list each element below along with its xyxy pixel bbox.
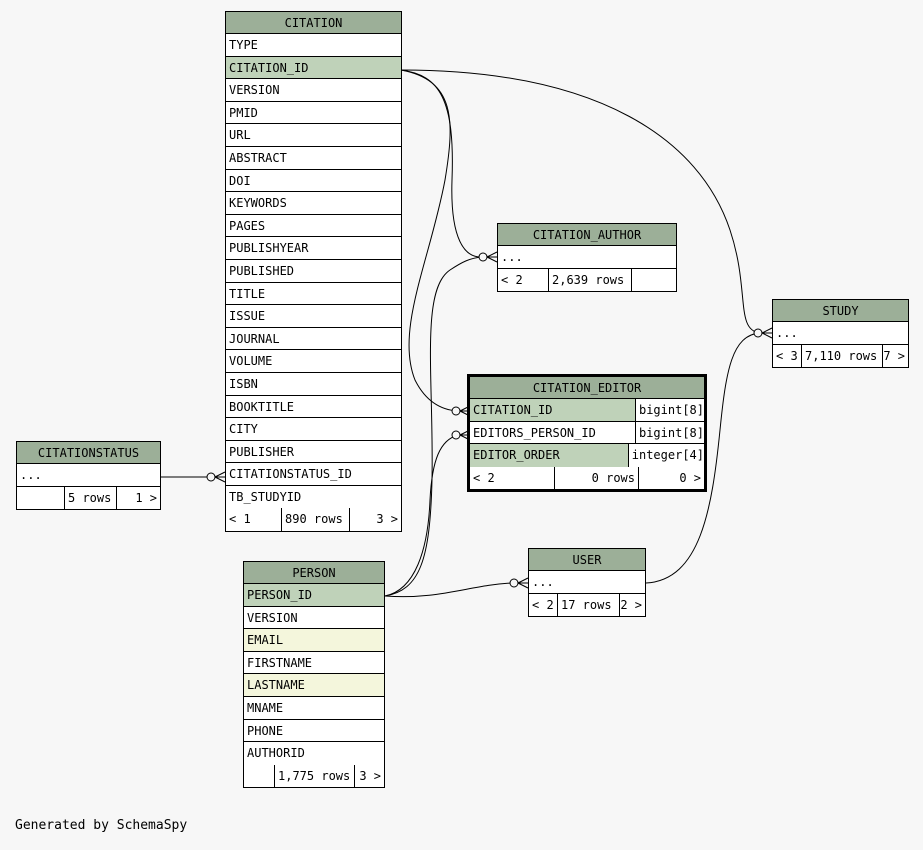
table-stats-row: < 2 0 rows 0 > (470, 466, 704, 490)
parent-count[interactable]: < 3 (776, 348, 798, 363)
parent-count[interactable]: < 2 (532, 597, 554, 612)
column-name: CITATION_ID (473, 403, 553, 417)
table-header[interactable]: CITATIONSTATUS (17, 442, 160, 464)
row-count: 890 rows (281, 508, 349, 532)
child-count[interactable]: 3 > (354, 764, 384, 788)
row-count: 0 rows (554, 466, 638, 490)
column-row[interactable]: PUBLISHYEAR (226, 237, 401, 260)
column-row[interactable]: CITATIONSTATUS_ID (226, 463, 401, 486)
fk-marker-citation-author (478, 251, 498, 263)
column-row[interactable]: EDITOR_ORDER integer[4] (470, 444, 704, 467)
table-stats-row: < 3 7,110 rows 7 > (773, 344, 908, 368)
edge-person-to-user (384, 582, 513, 598)
edge-citation-to-study (400, 69, 761, 334)
table-stats-row: 5 rows 1 > (17, 486, 160, 510)
table-stats-row: < 2 2,639 rows (498, 268, 676, 292)
collapsed-columns: ... (773, 322, 908, 345)
fk-marker-user (509, 577, 529, 589)
generated-by-footer: Generated by SchemaSpy (15, 818, 188, 833)
parent-count[interactable] (244, 765, 274, 788)
column-row[interactable]: EMAIL (244, 629, 384, 652)
column-row[interactable]: TB_STUDYID (229, 489, 302, 504)
column-row[interactable]: KEYWORDS (226, 192, 401, 215)
column-row[interactable]: CITY (226, 418, 401, 441)
child-count[interactable]: 3 > (349, 508, 401, 532)
column-row[interactable]: LASTNAME (244, 674, 384, 697)
collapsed-columns: ... (498, 246, 676, 269)
column-row[interactable]: CITATION_ID bigint[8] (470, 399, 704, 422)
table-header[interactable]: CITATION_EDITOR (470, 377, 704, 399)
parent-count[interactable]: < 2 (473, 470, 495, 485)
column-row[interactable]: PAGES (226, 215, 401, 238)
collapsed-columns: ... (529, 571, 645, 594)
table-header[interactable]: USER (529, 549, 645, 571)
column-row[interactable]: ABSTRACT (226, 147, 401, 170)
table-stats-row: < 1 890 rows 3 > (226, 508, 401, 532)
column-row[interactable]: URL (226, 124, 401, 147)
parent-count[interactable] (17, 487, 64, 510)
column-row[interactable]: ISSUE (226, 305, 401, 328)
table-study[interactable]: STUDY ... < 3 7,110 rows 7 > (772, 299, 909, 369)
column-name: EDITORS_PERSON_ID (473, 425, 596, 440)
row-count: 7,110 rows (801, 344, 882, 368)
edge-citation-to-citation-author (400, 69, 483, 258)
table-citation-author[interactable]: CITATION_AUTHOR ... < 2 2,639 rows (497, 223, 677, 293)
column-type: bigint[8] (634, 399, 704, 421)
column-row[interactable]: AUTHORID (247, 746, 305, 761)
table-citationstatus[interactable]: CITATIONSTATUS ... 5 rows 1 > (16, 441, 161, 511)
row-count: 17 rows (557, 593, 619, 617)
table-stats-row: < 2 17 rows 2 > (529, 593, 645, 617)
table-user[interactable]: USER ... < 2 17 rows 2 > (528, 548, 646, 618)
row-count: 1,775 rows (274, 764, 354, 788)
column-row[interactable]: PUBLISHER (226, 441, 401, 464)
column-row[interactable]: MNAME (244, 697, 384, 720)
column-row[interactable]: PMID (226, 102, 401, 125)
child-count[interactable]: 2 > (619, 593, 645, 617)
column-row[interactable]: VERSION (244, 607, 384, 630)
fk-marker-study (753, 327, 773, 339)
row-count: 5 rows (64, 486, 116, 510)
column-name: EDITOR_ORDER (473, 448, 560, 463)
column-row[interactable]: DOI (226, 170, 401, 193)
table-header[interactable]: CITATION_AUTHOR (498, 224, 676, 246)
child-count[interactable]: 7 > (882, 344, 908, 368)
column-row[interactable]: PERSON_ID (244, 584, 384, 607)
child-count[interactable] (631, 268, 676, 292)
collapsed-columns: ... (17, 464, 160, 487)
column-row[interactable]: JOURNAL (226, 328, 401, 351)
column-row[interactable]: BOOKTITLE (226, 396, 401, 419)
column-row[interactable]: VOLUME (226, 350, 401, 373)
column-type: bigint[8] (634, 421, 704, 444)
table-header[interactable]: PERSON (244, 562, 384, 584)
column-row[interactable]: EDITORS_PERSON_ID bigint[8] (470, 421, 704, 445)
edge-citation-to-citation-editor (400, 69, 459, 412)
table-header[interactable]: CITATION (226, 12, 401, 34)
table-header[interactable]: STUDY (773, 300, 908, 322)
column-row[interactable]: PHONE (244, 720, 384, 743)
table-stats-row: 1,775 rows 3 > (244, 764, 384, 788)
column-type: integer[4] (627, 444, 704, 467)
row-count: 2,639 rows (548, 268, 631, 292)
column-row[interactable]: ISBN (226, 373, 401, 396)
child-count[interactable]: 0 > (638, 466, 704, 490)
column-row[interactable]: TYPE (226, 34, 401, 57)
parent-count[interactable]: < 1 (229, 512, 251, 527)
column-row[interactable]: VERSION (226, 79, 401, 102)
fk-marker-citation (206, 471, 226, 483)
parent-count[interactable]: < 2 (501, 272, 523, 287)
column-row[interactable]: CITATION_ID (226, 56, 401, 80)
child-count[interactable]: 1 > (116, 486, 160, 510)
column-row[interactable]: FIRSTNAME (244, 652, 384, 675)
column-row[interactable]: TITLE (226, 283, 401, 306)
column-row[interactable]: PUBLISHED (226, 260, 401, 283)
